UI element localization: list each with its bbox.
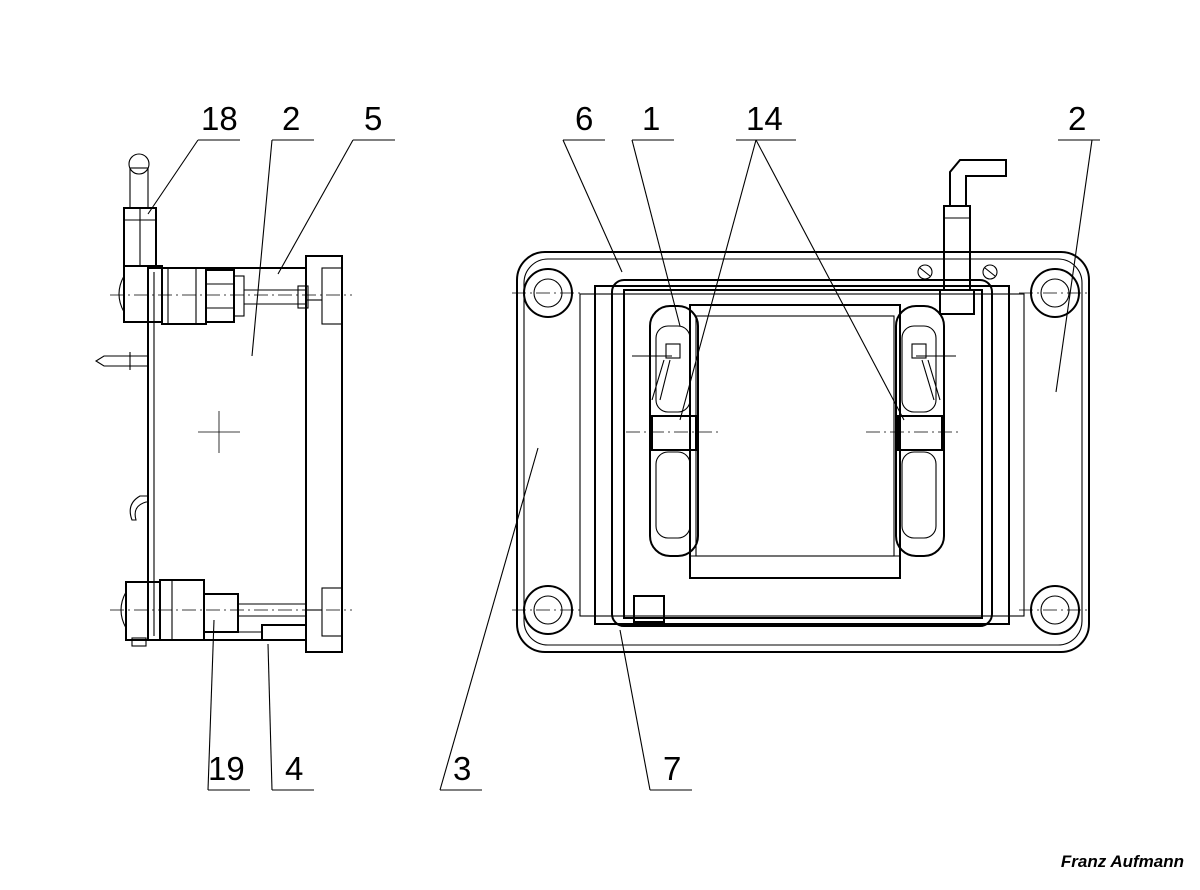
callout-7: 7 bbox=[663, 750, 681, 787]
callouts: 18 2 5 19 4 6 1 14 2 3 7 bbox=[147, 100, 1100, 791]
author-credit: Franz Aufmann bbox=[1060, 852, 1184, 871]
side-view bbox=[94, 153, 352, 653]
callout-14: 14 bbox=[746, 100, 783, 137]
callout-3: 3 bbox=[453, 750, 471, 787]
callout-2-left: 2 bbox=[282, 100, 300, 137]
callout-6: 6 bbox=[575, 100, 593, 137]
callout-18: 18 bbox=[201, 100, 238, 137]
callout-2-right: 2 bbox=[1068, 100, 1086, 137]
front-view bbox=[512, 159, 1091, 653]
callout-19: 19 bbox=[208, 750, 245, 787]
callout-1: 1 bbox=[642, 100, 660, 137]
callout-4: 4 bbox=[285, 750, 303, 787]
callout-5: 5 bbox=[364, 100, 382, 137]
